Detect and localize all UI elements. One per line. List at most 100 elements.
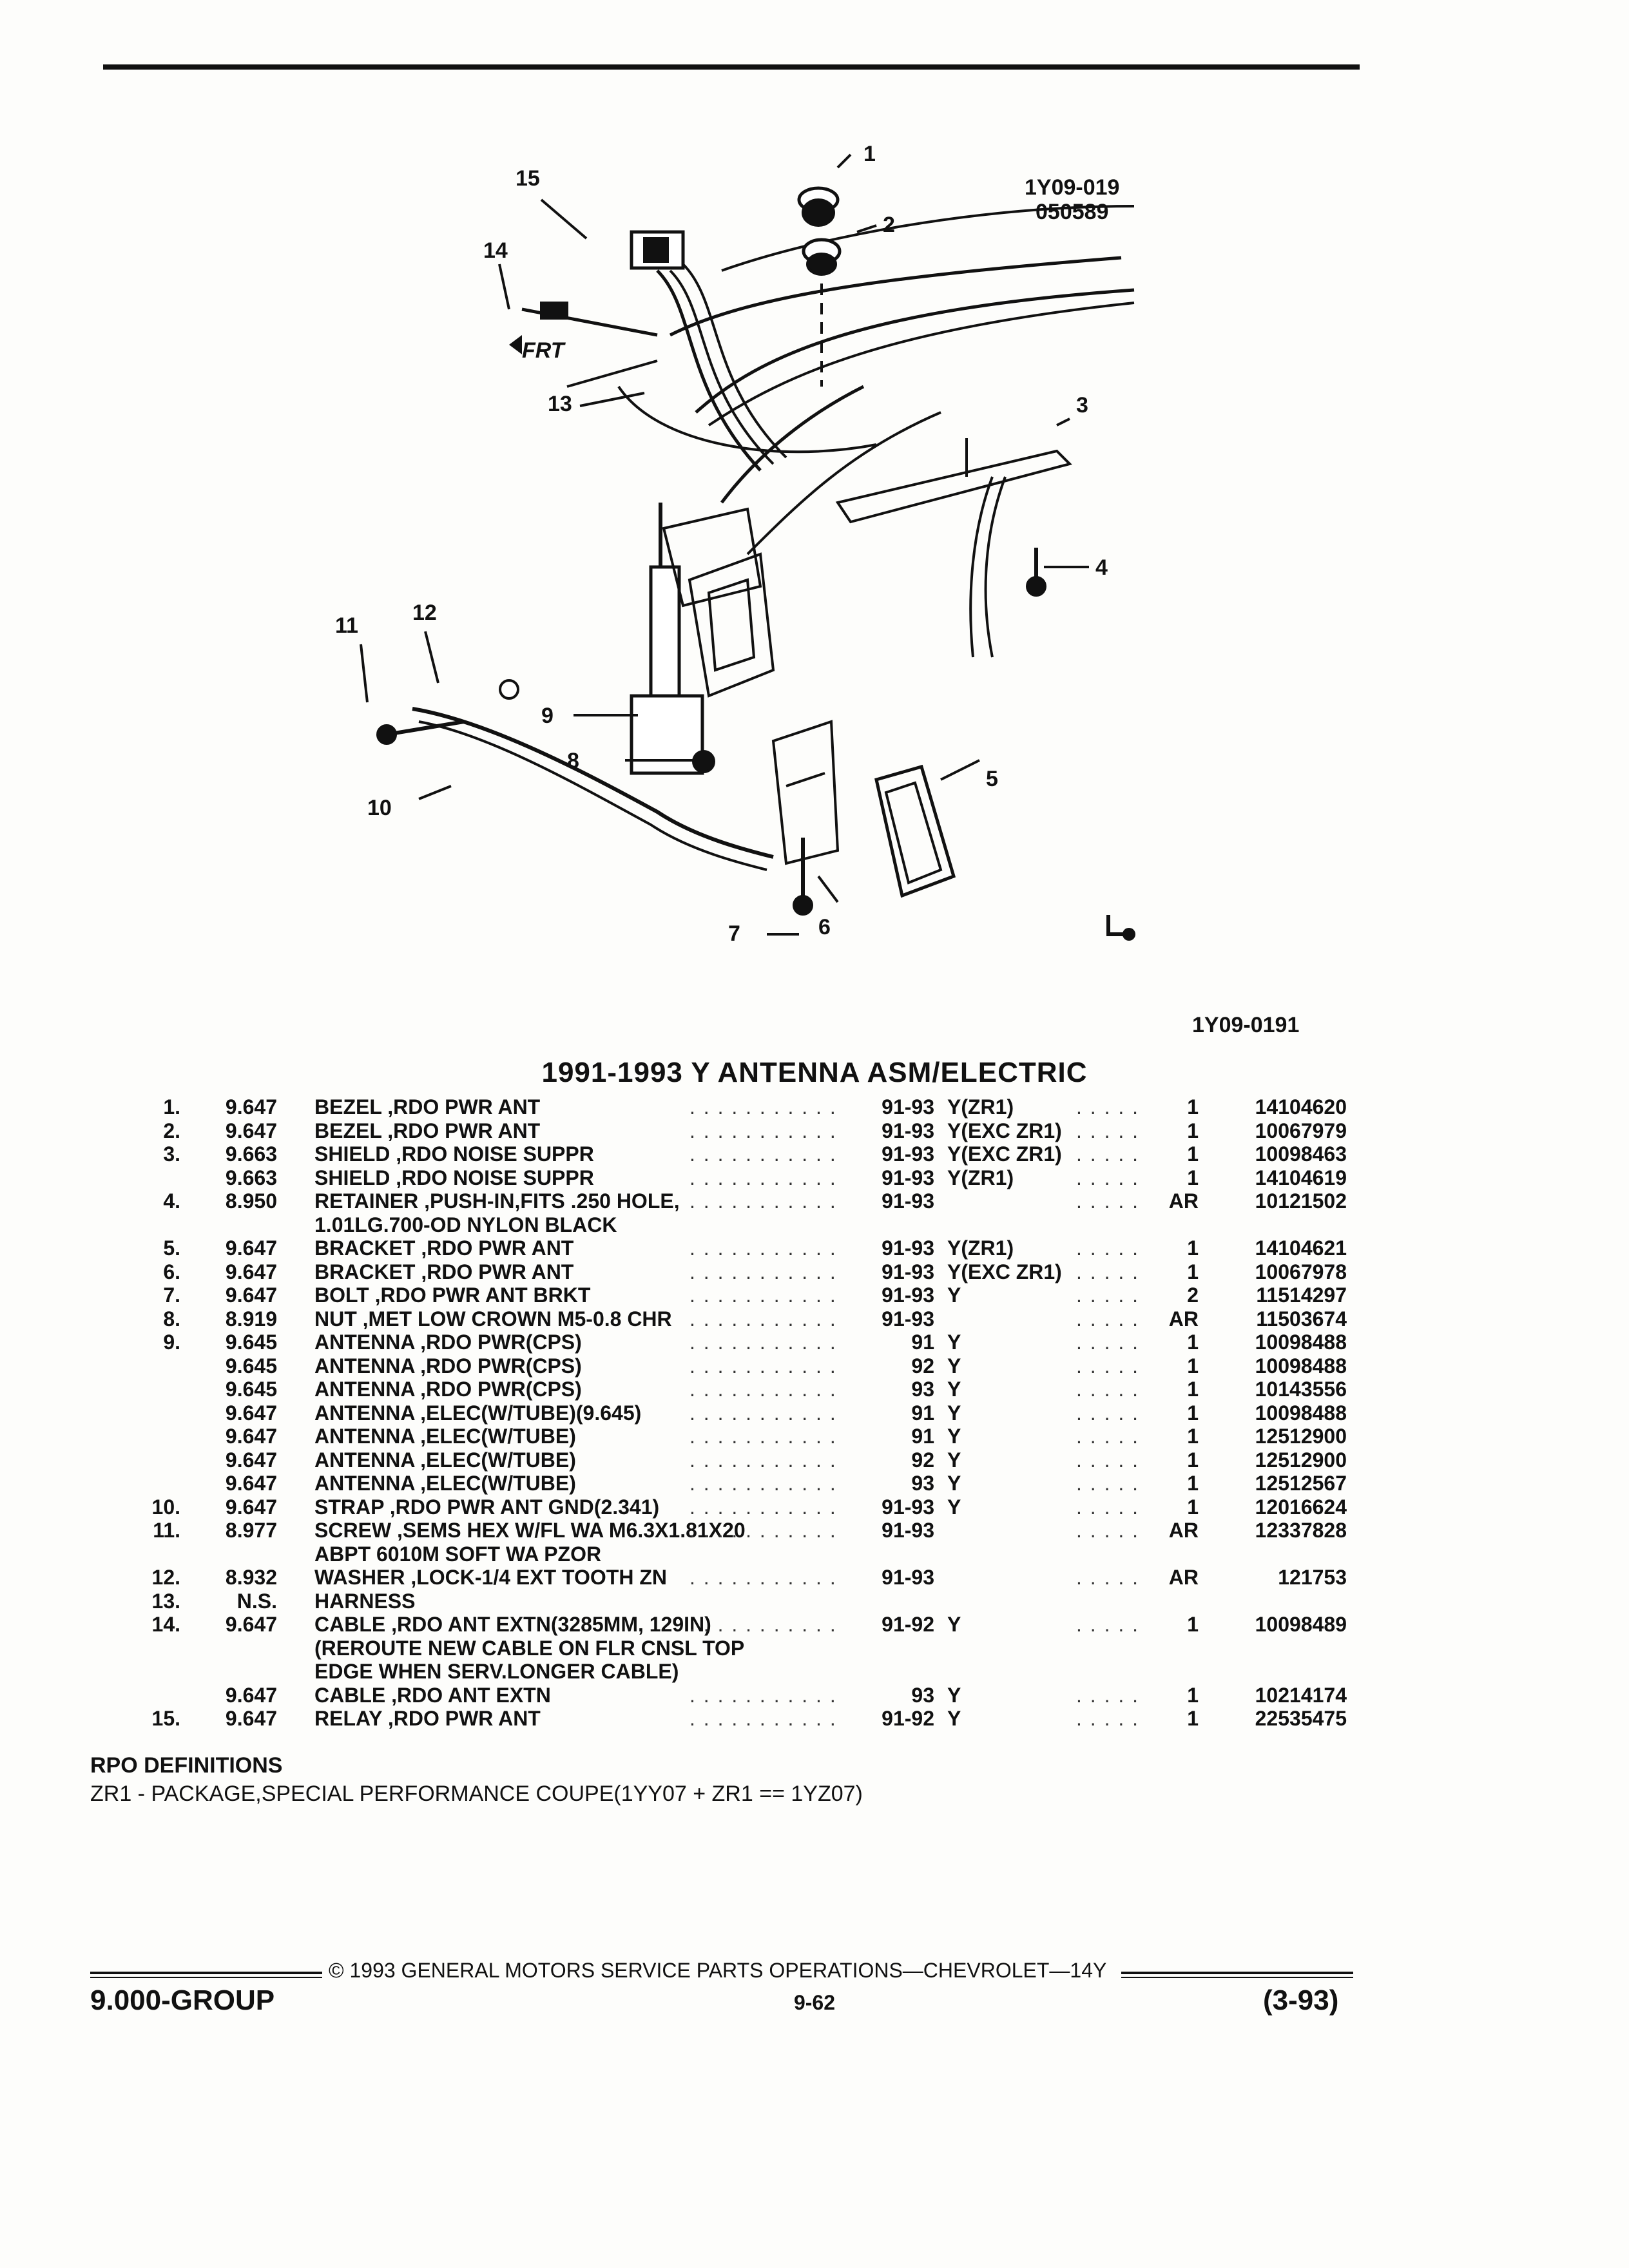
part-number: 12512900 xyxy=(1255,1448,1347,1472)
quantity: 1 xyxy=(1187,1401,1199,1425)
callout-11: 11 xyxy=(335,613,358,638)
usage: Y xyxy=(947,1283,961,1307)
dot-leader: . . . . . xyxy=(1076,1495,1140,1519)
part-number: 22535475 xyxy=(1255,1707,1347,1730)
quantity: 1 xyxy=(1187,1448,1199,1472)
group-number-cell: 9.663 xyxy=(225,1142,277,1166)
item-number: 3. xyxy=(163,1142,180,1166)
usage: Y xyxy=(947,1495,961,1519)
quantity: 1 xyxy=(1187,1331,1199,1354)
footer-rule-right-thin xyxy=(1121,1977,1353,1978)
dot-leader: . . . . . xyxy=(1076,1613,1140,1636)
description: CABLE ,RDO ANT EXTN(3285MM, 129IN) xyxy=(314,1613,711,1636)
description: ANTENNA ,RDO PWR(CPS) xyxy=(314,1354,582,1378)
model-years: 91-93 xyxy=(882,1142,934,1166)
dot-leader: . . . . . xyxy=(1076,1142,1140,1166)
callout-4: 4 xyxy=(1095,555,1108,580)
dot-leader: . . . . . xyxy=(1076,1119,1140,1142)
quantity: 1 xyxy=(1187,1707,1199,1730)
illustration-code-line-1: 1Y09-019 xyxy=(1025,175,1120,200)
usage: Y xyxy=(947,1472,961,1495)
description: ANTENNA ,ELEC(W/TUBE)(9.645) xyxy=(314,1401,642,1425)
illustration-code-line-2: 050589 xyxy=(1036,200,1109,224)
dot-leader: . . . . . . . . . . . xyxy=(689,1683,837,1707)
footer-rule-left-thin xyxy=(90,1977,322,1978)
dot-leader: . . . . . . . . . . . xyxy=(689,1378,837,1401)
quantity: 1 xyxy=(1187,1354,1199,1378)
part-number: 11514297 xyxy=(1256,1283,1347,1307)
quantity: 1 xyxy=(1187,1166,1199,1189)
model-years: 91 xyxy=(911,1401,934,1425)
parts-row: (REROUTE NEW CABLE ON FLR CNSL TOP xyxy=(129,1637,1366,1660)
quantity: AR xyxy=(1168,1519,1199,1542)
dot-leader: . . . . . . . . . . . xyxy=(689,1189,837,1213)
item-number: 15. xyxy=(151,1707,180,1730)
revision-date: (3-93) xyxy=(1263,1984,1339,2016)
group-number: 9.000-GROUP xyxy=(90,1984,275,2016)
dot-leader: . . . . . . . . . . . xyxy=(689,1166,837,1189)
group-number-cell: 9.647 xyxy=(225,1283,277,1307)
callout-6: 6 xyxy=(818,915,831,939)
description: ANTENNA ,RDO PWR(CPS) xyxy=(314,1378,582,1401)
dot-leader: . . . . . . . . . . . xyxy=(689,1260,837,1283)
quantity: 1 xyxy=(1187,1142,1199,1166)
parts-row: 1.01LG.700-OD NYLON BLACK xyxy=(129,1213,1366,1237)
usage: Y xyxy=(947,1378,961,1401)
usage: Y(ZR1) xyxy=(947,1166,1014,1189)
part-number: 14104619 xyxy=(1255,1166,1347,1189)
quantity: 1 xyxy=(1187,1472,1199,1495)
group-number-cell: 8.919 xyxy=(225,1307,277,1331)
description: EDGE WHEN SERV.LONGER CABLE) xyxy=(314,1660,679,1683)
item-number: 4. xyxy=(163,1189,180,1213)
group-number-cell: 9.645 xyxy=(225,1378,277,1401)
group-number-cell: N.S. xyxy=(236,1589,277,1613)
quantity: AR xyxy=(1168,1307,1199,1331)
quantity: 2 xyxy=(1187,1283,1199,1307)
group-number-cell: 9.645 xyxy=(225,1331,277,1354)
quantity: 1 xyxy=(1187,1495,1199,1519)
quantity: 1 xyxy=(1187,1095,1199,1119)
dot-leader: . . . . . xyxy=(1076,1472,1140,1495)
dot-leader: . . . . . . . . . . . xyxy=(689,1307,837,1331)
part-number: 12512900 xyxy=(1255,1425,1347,1448)
part-number: 10098488 xyxy=(1255,1331,1347,1354)
dot-leader: . . . . . xyxy=(1076,1189,1140,1213)
dot-leader: . . . . . xyxy=(1076,1095,1140,1119)
dot-leader: . . . . . xyxy=(1076,1331,1140,1354)
top-rule xyxy=(103,64,1360,70)
description: BRACKET ,RDO PWR ANT xyxy=(314,1236,574,1260)
model-years: 93 xyxy=(911,1378,934,1401)
description: HARNESS xyxy=(314,1589,416,1613)
group-number-cell: 9.645 xyxy=(225,1354,277,1378)
callout-10: 10 xyxy=(367,796,392,820)
usage: Y(EXC ZR1) xyxy=(947,1260,1062,1283)
group-number-cell: 9.647 xyxy=(225,1613,277,1636)
description: ANTENNA ,ELEC(W/TUBE) xyxy=(314,1472,576,1495)
group-number-cell: 9.647 xyxy=(225,1095,277,1119)
dot-leader: . . . . . . . . . . . xyxy=(689,1283,837,1307)
part-number: 10214174 xyxy=(1255,1683,1347,1707)
description: (REROUTE NEW CABLE ON FLR CNSL TOP xyxy=(314,1636,745,1660)
item-number: 14. xyxy=(151,1613,180,1636)
quantity: 1 xyxy=(1187,1683,1199,1707)
description: STRAP ,RDO PWR ANT GND(2.341) xyxy=(314,1495,660,1519)
callout-1: 1 xyxy=(863,142,876,166)
dot-leader: . . . . . . . . . . . xyxy=(689,1425,837,1448)
model-years: 91 xyxy=(911,1331,934,1354)
usage: Y xyxy=(947,1401,961,1425)
item-number: 8. xyxy=(163,1307,180,1331)
usage: Y xyxy=(947,1707,961,1730)
group-number-cell: 9.647 xyxy=(225,1260,277,1283)
group-number-cell: 9.647 xyxy=(225,1472,277,1495)
callout-3: 3 xyxy=(1076,393,1088,418)
dot-leader: . . . . . . . . . . . xyxy=(689,1236,837,1260)
item-number: 2. xyxy=(163,1119,180,1142)
part-number: 11503674 xyxy=(1256,1307,1347,1331)
description: SHIELD ,RDO NOISE SUPPR xyxy=(314,1142,594,1166)
model-years: 91-93 xyxy=(882,1519,934,1542)
description: BEZEL ,RDO PWR ANT xyxy=(314,1119,541,1142)
